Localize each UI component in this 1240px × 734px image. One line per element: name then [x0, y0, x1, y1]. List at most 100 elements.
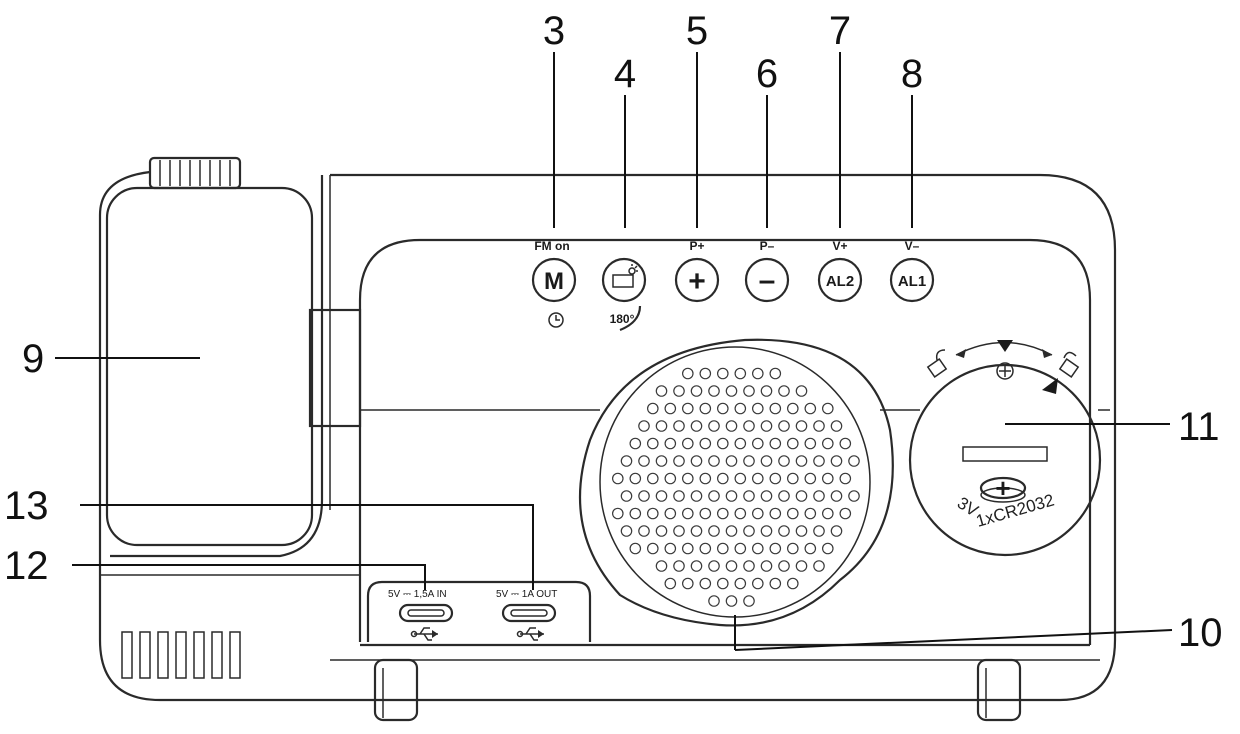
speaker-hole — [699, 472, 712, 485]
mode-button-face: M — [544, 268, 564, 295]
speaker-hole — [725, 560, 738, 572]
align-marker-icon — [997, 340, 1013, 352]
speaker-hole — [769, 472, 782, 485]
usb-symbol-icon — [516, 627, 544, 641]
preset-up-button[interactable]: P+ + — [674, 239, 720, 303]
speaker-hole — [795, 420, 808, 432]
alarm2-button[interactable]: V+ AL2 — [817, 239, 863, 303]
speaker-hole — [778, 385, 790, 397]
speaker-hole — [734, 437, 747, 450]
speaker-hole — [708, 595, 720, 607]
callout-numbers: 3 4 5 6 7 8 9 10 11 12 13 — [4, 9, 1223, 655]
alarm2-top-label: V+ — [832, 239, 847, 253]
speaker-hole — [708, 490, 720, 502]
speaker-hole — [664, 472, 677, 485]
speaker-hole — [734, 402, 747, 415]
speaker-hole — [848, 490, 860, 502]
speaker-hole — [655, 490, 668, 502]
speaker-hole — [743, 525, 755, 537]
speaker-grille — [578, 338, 894, 627]
speaker-hole — [769, 507, 782, 520]
speaker-hole — [734, 542, 747, 555]
speaker-hole — [681, 577, 694, 590]
speaker-hole — [664, 402, 677, 415]
speaker-hole — [629, 437, 642, 450]
preset-down-face: – — [759, 264, 776, 297]
speaker-hole — [778, 490, 790, 502]
preset-down-button[interactable]: P– – — [744, 239, 790, 303]
speaker-hole — [681, 402, 694, 415]
speaker-hole — [725, 490, 738, 502]
speaker-hole — [830, 455, 843, 467]
speaker-hole — [743, 490, 755, 502]
mode-button[interactable]: FM on M — [531, 239, 577, 328]
speaker-hole — [804, 437, 817, 450]
alarm1-button[interactable]: V– AL1 — [889, 239, 935, 303]
usb-in-port[interactable]: 5V ⎓ 1,5A IN — [388, 589, 454, 641]
speaker-hole — [708, 420, 720, 432]
speaker-hole — [716, 507, 729, 520]
speaker-hole — [769, 367, 782, 380]
speaker-hole — [778, 560, 790, 572]
speaker-hole — [769, 542, 782, 555]
speaker-hole — [664, 542, 677, 555]
speaker-hole — [751, 507, 764, 520]
speaker-hole — [821, 507, 834, 520]
speaker-hole — [804, 402, 817, 415]
speaker-hole — [821, 437, 834, 450]
projection-button[interactable]: 180° — [601, 257, 647, 332]
speaker-hole — [646, 437, 659, 450]
speaker-hole — [813, 560, 825, 572]
speaker-hole — [734, 577, 747, 590]
battery-compartment: + 3V 1xCR2032 — [908, 340, 1102, 557]
speaker-hole — [751, 437, 764, 450]
speaker-hole — [699, 577, 712, 590]
speaker-hole — [690, 560, 703, 572]
speaker-hole — [620, 490, 633, 502]
speaker-hole — [638, 525, 650, 537]
alarm1-top-label: V– — [905, 239, 920, 253]
speaker-hole — [839, 472, 852, 485]
lock-marker-icon — [1042, 378, 1058, 394]
vent-slots — [121, 631, 241, 679]
speaker-hole — [655, 385, 668, 397]
speaker-hole — [786, 577, 799, 590]
speaker-hole — [751, 402, 764, 415]
callout-6: 6 — [756, 52, 778, 96]
speaker-hole — [821, 472, 834, 485]
speaker-hole — [734, 472, 747, 485]
speaker-hole — [786, 437, 799, 450]
lock-icon — [1058, 351, 1080, 378]
speaker-hole — [690, 490, 703, 502]
speaker-hole — [638, 420, 650, 432]
speaker-hole — [699, 542, 712, 555]
callout-10: 10 — [1178, 611, 1223, 655]
battery-slot — [962, 446, 1048, 462]
speaker-hole — [708, 455, 720, 467]
speaker-hole — [751, 577, 764, 590]
speaker-hole — [673, 560, 685, 572]
speaker-hole — [716, 472, 729, 485]
callout-12: 12 — [4, 544, 49, 588]
usb-panel — [366, 580, 592, 642]
speaker-hole — [743, 595, 755, 607]
speaker-hole — [778, 420, 790, 432]
speaker-hole — [699, 367, 712, 380]
speaker-hole — [716, 437, 729, 450]
speaker-hole — [681, 367, 694, 380]
speaker-hole — [751, 367, 764, 380]
speaker-hole — [725, 595, 738, 607]
callout-13: 13 — [4, 484, 49, 528]
speaker-hole — [743, 420, 755, 432]
speaker-hole — [673, 490, 685, 502]
speaker-hole — [839, 507, 852, 520]
speaker-hole — [629, 472, 642, 485]
alarm1-face: AL1 — [898, 273, 926, 290]
speaker-hole — [716, 367, 729, 380]
usb-out-label: 5V ⎓ 1A OUT — [496, 589, 557, 600]
speaker-hole — [655, 455, 668, 467]
clock-icon — [548, 312, 564, 328]
speaker-hole — [830, 525, 843, 537]
usb-out-port[interactable]: 5V ⎓ 1A OUT — [496, 589, 557, 641]
